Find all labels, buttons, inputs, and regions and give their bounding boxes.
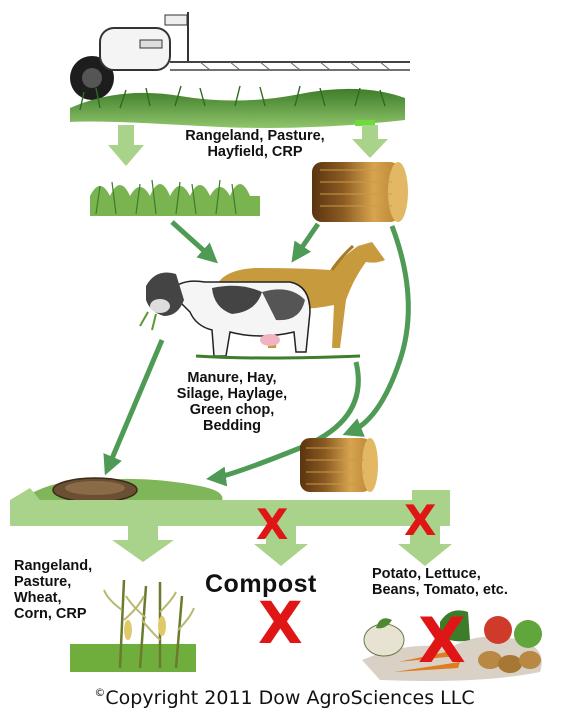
arrow-field-to-bale <box>352 125 388 158</box>
hay-bale-bottom-image <box>300 438 378 492</box>
label-sensitive-crops-line-2: Beans, Tomato, etc. <box>372 582 508 598</box>
vegetables-image <box>362 610 542 681</box>
label-safe-crops-line-2: Pasture, <box>14 574 72 590</box>
restricted-x-mark-compost: X <box>258 589 303 657</box>
label-safe-crops: Rangeland, Pasture, Wheat, Corn, CRP <box>14 558 144 622</box>
label-sensitive-crops: Potato, Lettuce, Beans, Tomato, etc. <box>372 566 568 598</box>
copyright-notice: ©Copyright 2011 Dow AgroSciences LLC <box>0 686 569 709</box>
sprayer-tractor-image <box>70 12 410 100</box>
pasture-grass-image <box>90 179 260 216</box>
arrow-bale-to-bottom-bale <box>342 225 411 437</box>
label-top-crops-line-2: Hayfield, CRP <box>207 144 303 160</box>
label-livestock-products-line-2: Silage, Haylage, <box>176 386 288 402</box>
field-grass-top <box>70 85 405 128</box>
copyright-symbol: © <box>94 686 106 699</box>
label-safe-crops-line-4: Corn, CRP <box>14 606 87 622</box>
distribution-arrow-bar <box>10 488 452 566</box>
label-safe-crops-line-3: Wheat, <box>14 590 62 606</box>
label-compost: Compost <box>205 570 317 598</box>
arrow-field-to-pasture <box>108 125 144 166</box>
arrow-pasture-to-livestock <box>170 220 218 264</box>
label-livestock-products-line-1: Manure, Hay, <box>187 370 277 386</box>
label-livestock-products-line-4: Bedding <box>203 418 261 434</box>
restricted-x-mark-compost-arrow: X <box>256 500 289 549</box>
corn-field-image <box>70 579 196 672</box>
label-sensitive-crops-line-1: Potato, Lettuce, <box>372 566 481 582</box>
copyright-text: Copyright 2011 Dow AgroSciences LLC <box>105 687 475 709</box>
restricted-x-mark-vegetables-arrow: X <box>404 496 437 545</box>
label-top-crops-line-1: Rangeland, Pasture, <box>185 128 325 144</box>
arrow-bale-to-livestock <box>291 222 321 263</box>
label-safe-crops-line-1: Rangeland, <box>14 558 93 574</box>
hay-bale-top-image <box>312 162 408 222</box>
label-livestock-products: Manure, Hay, Silage, Haylage, Green chop… <box>152 370 312 434</box>
restricted-x-mark-vegetables: X <box>418 604 466 677</box>
label-top-crops: Rangeland, Pasture, Hayfield, CRP <box>140 128 370 160</box>
arrow-livestock-to-manure-pile <box>103 339 165 476</box>
cow-image <box>139 272 361 360</box>
label-livestock-products-line-3: Green chop, <box>189 402 275 418</box>
